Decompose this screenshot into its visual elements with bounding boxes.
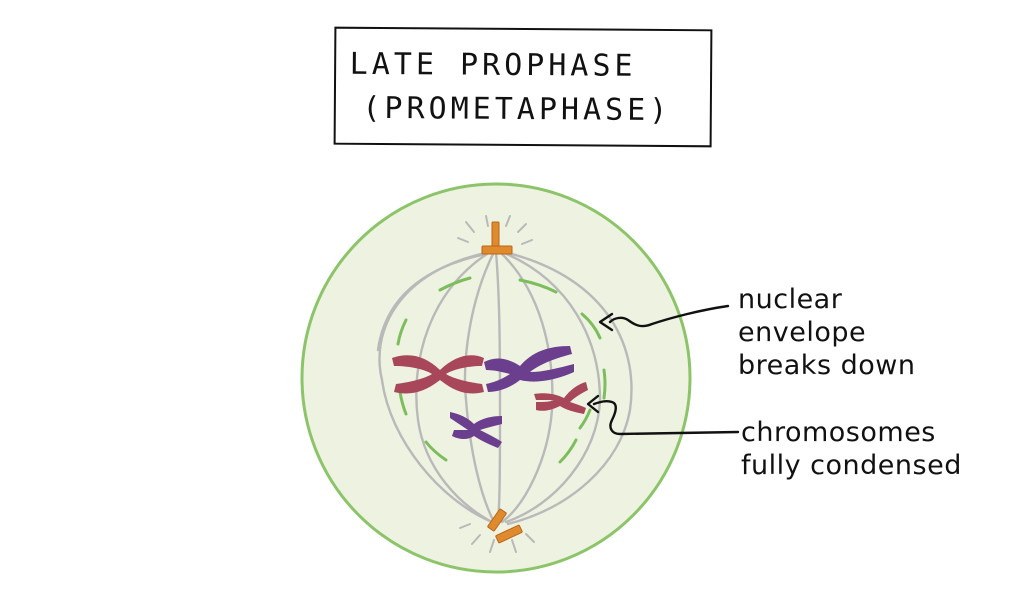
label-line: nuclear bbox=[738, 284, 843, 315]
spindle-fiber bbox=[463, 250, 496, 524]
spindle-fiber bbox=[502, 250, 633, 526]
pointer-arrows bbox=[586, 304, 740, 436]
spindle-fiber bbox=[415, 250, 494, 524]
label-nuclear-envelope: nuclear envelope breaks down bbox=[738, 283, 915, 382]
chromosome-purple-small bbox=[450, 412, 502, 448]
label-line: fully condensed bbox=[741, 450, 962, 481]
centrosome-top bbox=[481, 221, 513, 255]
nuclear-envelope-fragments bbox=[396, 276, 607, 464]
chromosome-pointer-arrowhead bbox=[586, 394, 600, 414]
chromosome-red-small bbox=[534, 382, 588, 414]
title-line-1: LATE PROPHASE bbox=[349, 46, 637, 84]
aster-rays bbox=[457, 215, 535, 553]
label-line: chromosomes bbox=[741, 417, 936, 448]
title-box: LATE PROPHASE (PROMETAPHASE) bbox=[333, 26, 713, 148]
label-line: breaks down bbox=[738, 350, 916, 381]
label-chromosomes: chromosomes fully condensed bbox=[741, 416, 962, 482]
cell-membrane bbox=[300, 182, 692, 574]
centrosome-bottom bbox=[487, 508, 523, 544]
spindle-fibers bbox=[376, 250, 633, 526]
label-line: envelope bbox=[738, 317, 867, 348]
chromosome-pointer-line bbox=[592, 399, 740, 436]
spindle-fiber bbox=[494, 250, 502, 524]
chromosome-purple-large bbox=[484, 346, 574, 392]
spindle-fiber bbox=[498, 250, 554, 524]
spindle-fiber bbox=[500, 250, 602, 524]
chromosome-red-large bbox=[392, 355, 484, 394]
spindle-fiber bbox=[376, 252, 488, 352]
envelope-pointer-arrowhead bbox=[598, 312, 614, 332]
envelope-pointer-line bbox=[608, 304, 730, 328]
title-line-2: (PROMETAPHASE) bbox=[362, 90, 672, 129]
